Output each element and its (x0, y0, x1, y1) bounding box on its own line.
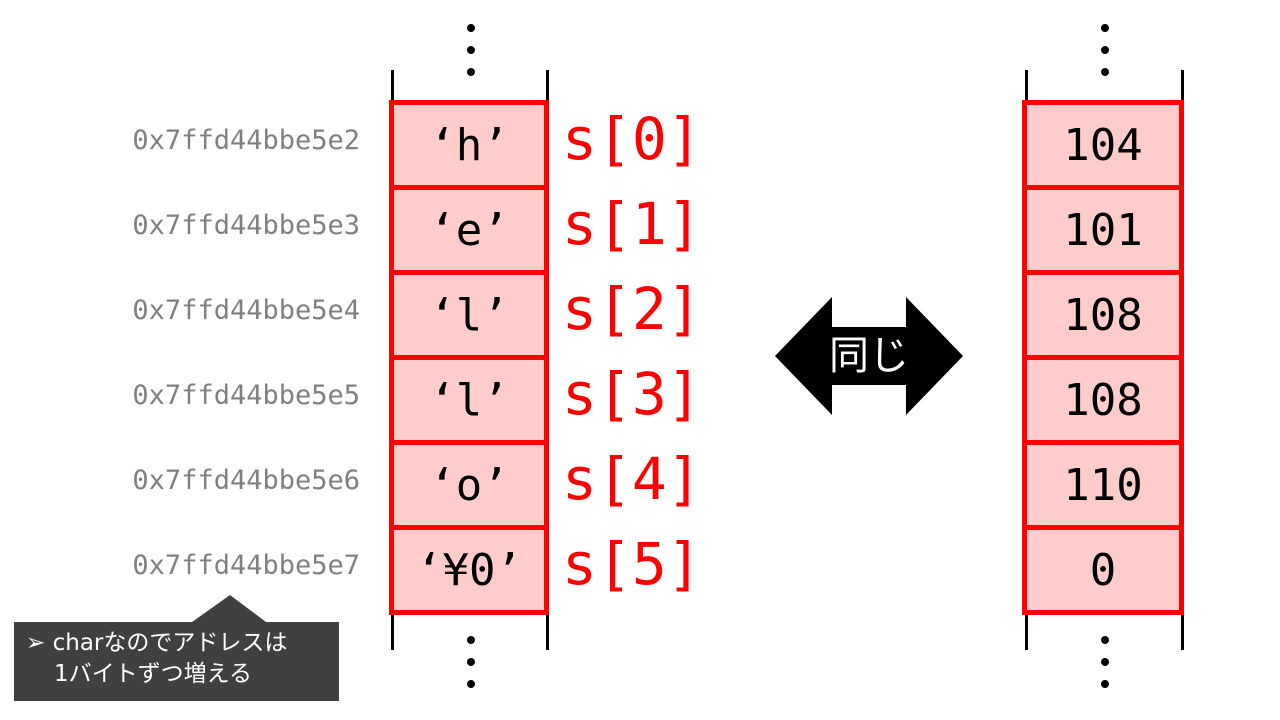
char-cell: ‘l’ (389, 355, 549, 445)
code-cell: 0 (1022, 525, 1184, 615)
address-label: 0x7ffd44bbe5e3 (132, 209, 360, 241)
char-cell: ‘h’ (389, 100, 549, 190)
index-label: s[4] (562, 445, 702, 513)
ellipsis-dot (1101, 658, 1109, 666)
column-edge-line (1181, 70, 1184, 100)
char-cell: ‘e’ (389, 185, 549, 275)
ellipsis-dot (466, 636, 475, 644)
callout-line-1: charなのでアドレスは (52, 630, 288, 656)
double-arrow-icon (775, 297, 963, 415)
ellipsis-dot (1101, 46, 1109, 54)
char-cell: ‘¥0’ (389, 525, 549, 615)
column-edge-line (1025, 615, 1028, 650)
ellipsis-dot (466, 658, 475, 666)
column-edge-line (1181, 615, 1184, 650)
ellipsis-dot (466, 46, 475, 54)
address-label: 0x7ffd44bbe5e7 (132, 549, 360, 581)
ellipsis-dot (1101, 636, 1109, 644)
ellipsis-dot (1101, 680, 1109, 688)
address-label: 0x7ffd44bbe5e2 (132, 124, 360, 156)
code-cell: 104 (1022, 100, 1184, 190)
index-label: s[3] (562, 360, 702, 428)
address-label: 0x7ffd44bbe5e5 (132, 379, 360, 411)
equivalence-arrow: 同じ (775, 297, 963, 415)
index-label: s[0] (562, 105, 702, 173)
code-cell: 108 (1022, 355, 1184, 445)
index-label: s[2] (562, 275, 702, 343)
ellipsis-dot (466, 68, 475, 76)
arrow-label: 同じ (829, 333, 909, 379)
column-edge-line (546, 70, 549, 100)
column-edge-line (546, 615, 549, 650)
ellipsis-dot (466, 24, 475, 32)
char-cell: ‘o’ (389, 440, 549, 530)
address-label: 0x7ffd44bbe5e6 (132, 464, 360, 496)
index-label: s[5] (562, 530, 702, 598)
char-cell: ‘l’ (389, 270, 549, 360)
code-cell: 101 (1022, 185, 1184, 275)
callout: ➢ charなのでアドレスは 1バイトずつ増える (14, 595, 339, 701)
ellipsis-dot (1101, 68, 1109, 76)
column-edge-line (391, 615, 394, 650)
ellipsis-dot (466, 680, 475, 688)
index-label: s[1] (562, 190, 702, 258)
code-cell: 108 (1022, 270, 1184, 360)
code-cell: 110 (1022, 440, 1184, 530)
callout-line-2: 1バイトずつ増える (54, 661, 252, 687)
column-edge-line (391, 70, 394, 100)
bullet-arrow-icon: ➢ (26, 630, 46, 656)
column-edge-line (1025, 70, 1028, 100)
ellipsis-dot (1101, 24, 1109, 32)
address-label: 0x7ffd44bbe5e4 (132, 294, 360, 326)
